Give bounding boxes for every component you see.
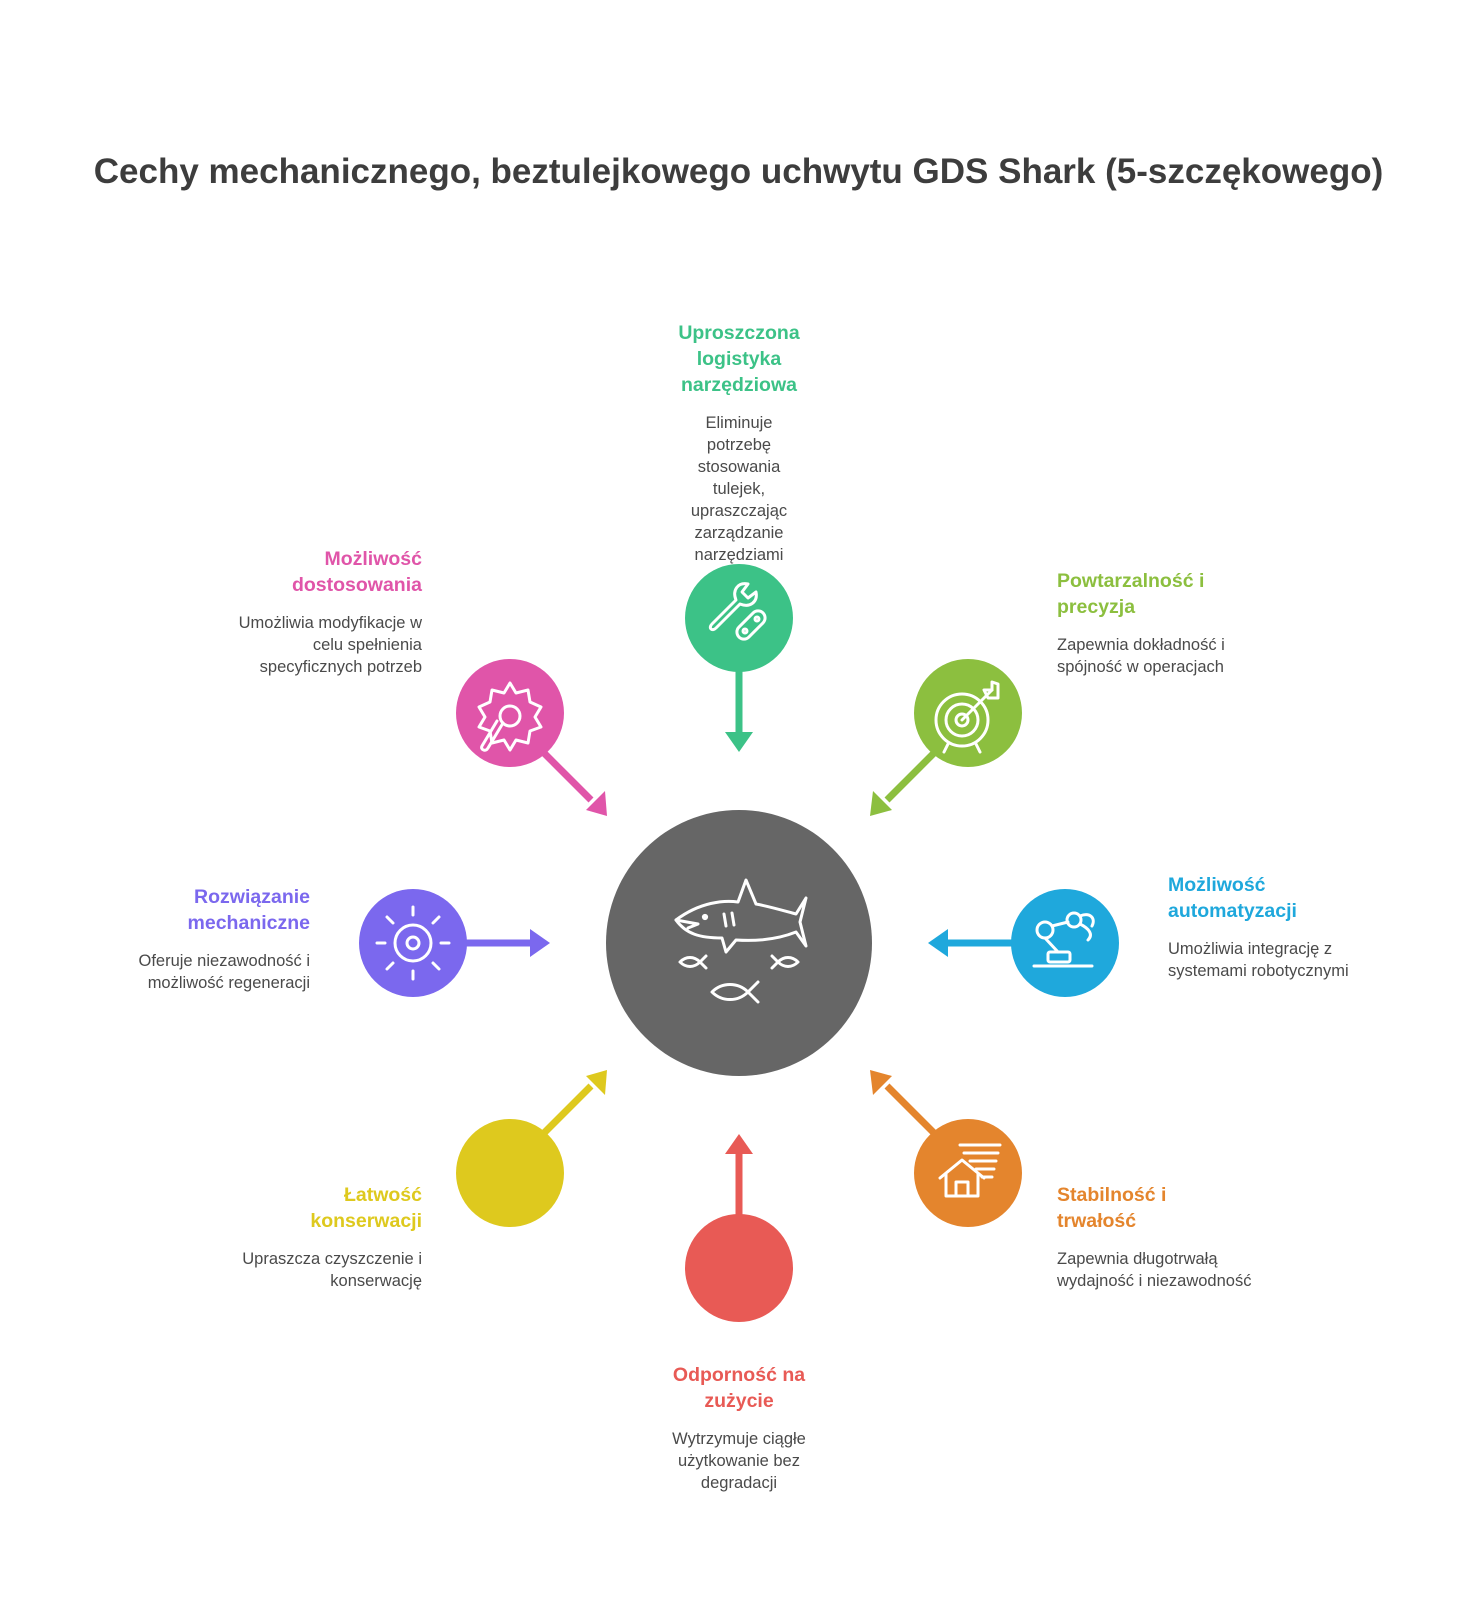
feature-title: Rozwiązanie mechaniczne: [187, 886, 310, 934]
arrow-left: [463, 929, 550, 957]
feature-title: Uproszczona logistyka narzędziowa: [678, 322, 800, 396]
arrow-right: [928, 929, 1015, 957]
feature-title: Stabilność i trwałość: [1057, 1184, 1167, 1232]
shark-with-fish-icon: [674, 878, 808, 1004]
feature-bottom: Odporność na zużycie Wytrzymuje ciągłe u…: [620, 1362, 858, 1494]
house-tornado-icon: [938, 1143, 1002, 1198]
feature-description: Umożliwia modyfikacje w celu spełnienia …: [238, 614, 422, 676]
circle-bottom-right: [914, 1119, 1022, 1227]
circle-top: [685, 564, 793, 672]
feature-title: Łatwość konserwacji: [310, 1184, 422, 1232]
feature-top-right: Powtarzalność i precyzja Zapewnia dokład…: [1057, 568, 1237, 678]
feature-title: Odporność na zużycie: [672, 1364, 806, 1412]
feature-right: Możliwość automatyzacji Umożliwia integr…: [1168, 872, 1368, 982]
arrow-bottom-left: [538, 1070, 607, 1139]
arrow-top-left: [538, 747, 607, 816]
center-circle: [606, 810, 872, 1076]
feature-top-left: Możliwość dostosowania Umożliwia modyfik…: [222, 546, 422, 678]
arrow-bottom: [725, 1134, 753, 1218]
feature-bottom-left: Łatwość konserwacji Upraszcza czyszczeni…: [215, 1182, 422, 1292]
gear-sun-icon: [375, 905, 451, 981]
feature-title: Możliwość dostosowania: [291, 548, 422, 596]
arrow-top: [725, 668, 753, 752]
feature-description: Zapewnia dokładność i spójność w operacj…: [1057, 636, 1225, 676]
target-arrow-icon: [934, 680, 1000, 754]
circle-bottom: [685, 1214, 793, 1322]
robot-arm-icon: [1032, 911, 1095, 968]
feature-bottom-right: Stabilność i trwałość Zapewnia długotrwa…: [1057, 1182, 1257, 1292]
feature-description: Wytrzymuje ciągłe użytkowanie bez degrad…: [672, 1430, 806, 1492]
circle-top-left: [456, 659, 564, 767]
feature-description: Oferuje niezawodność i możliwość regener…: [138, 952, 310, 992]
circle-right: [1011, 889, 1119, 997]
feature-top: Uproszczona logistyka narzędziowa Elimin…: [620, 320, 858, 566]
wrench-and-tool-icon: [708, 582, 767, 641]
feature-description: Zapewnia długotrwałą wydajność i niezawo…: [1057, 1250, 1252, 1290]
gear-wrench-icon: [477, 681, 543, 752]
feature-description: Eliminuje potrzebę stosowania tulejek, u…: [690, 414, 788, 564]
circle-bottom-left: [456, 1119, 564, 1227]
feature-description: Upraszcza czyszczenie i konserwację: [242, 1250, 422, 1290]
feature-title: Możliwość automatyzacji: [1168, 874, 1297, 922]
feature-title: Powtarzalność i precyzja: [1057, 570, 1205, 618]
circle-left: [359, 889, 467, 997]
arrow-bottom-right: [870, 1070, 940, 1139]
feature-description: Umożliwia integrację z systemami robotyc…: [1168, 940, 1349, 980]
diagram-title: Cechy mechanicznego, beztulejkowego uchw…: [93, 152, 1384, 191]
arrow-top-right: [870, 747, 940, 816]
feature-left: Rozwiązanie mechaniczne Oferuje niezawod…: [100, 884, 310, 994]
